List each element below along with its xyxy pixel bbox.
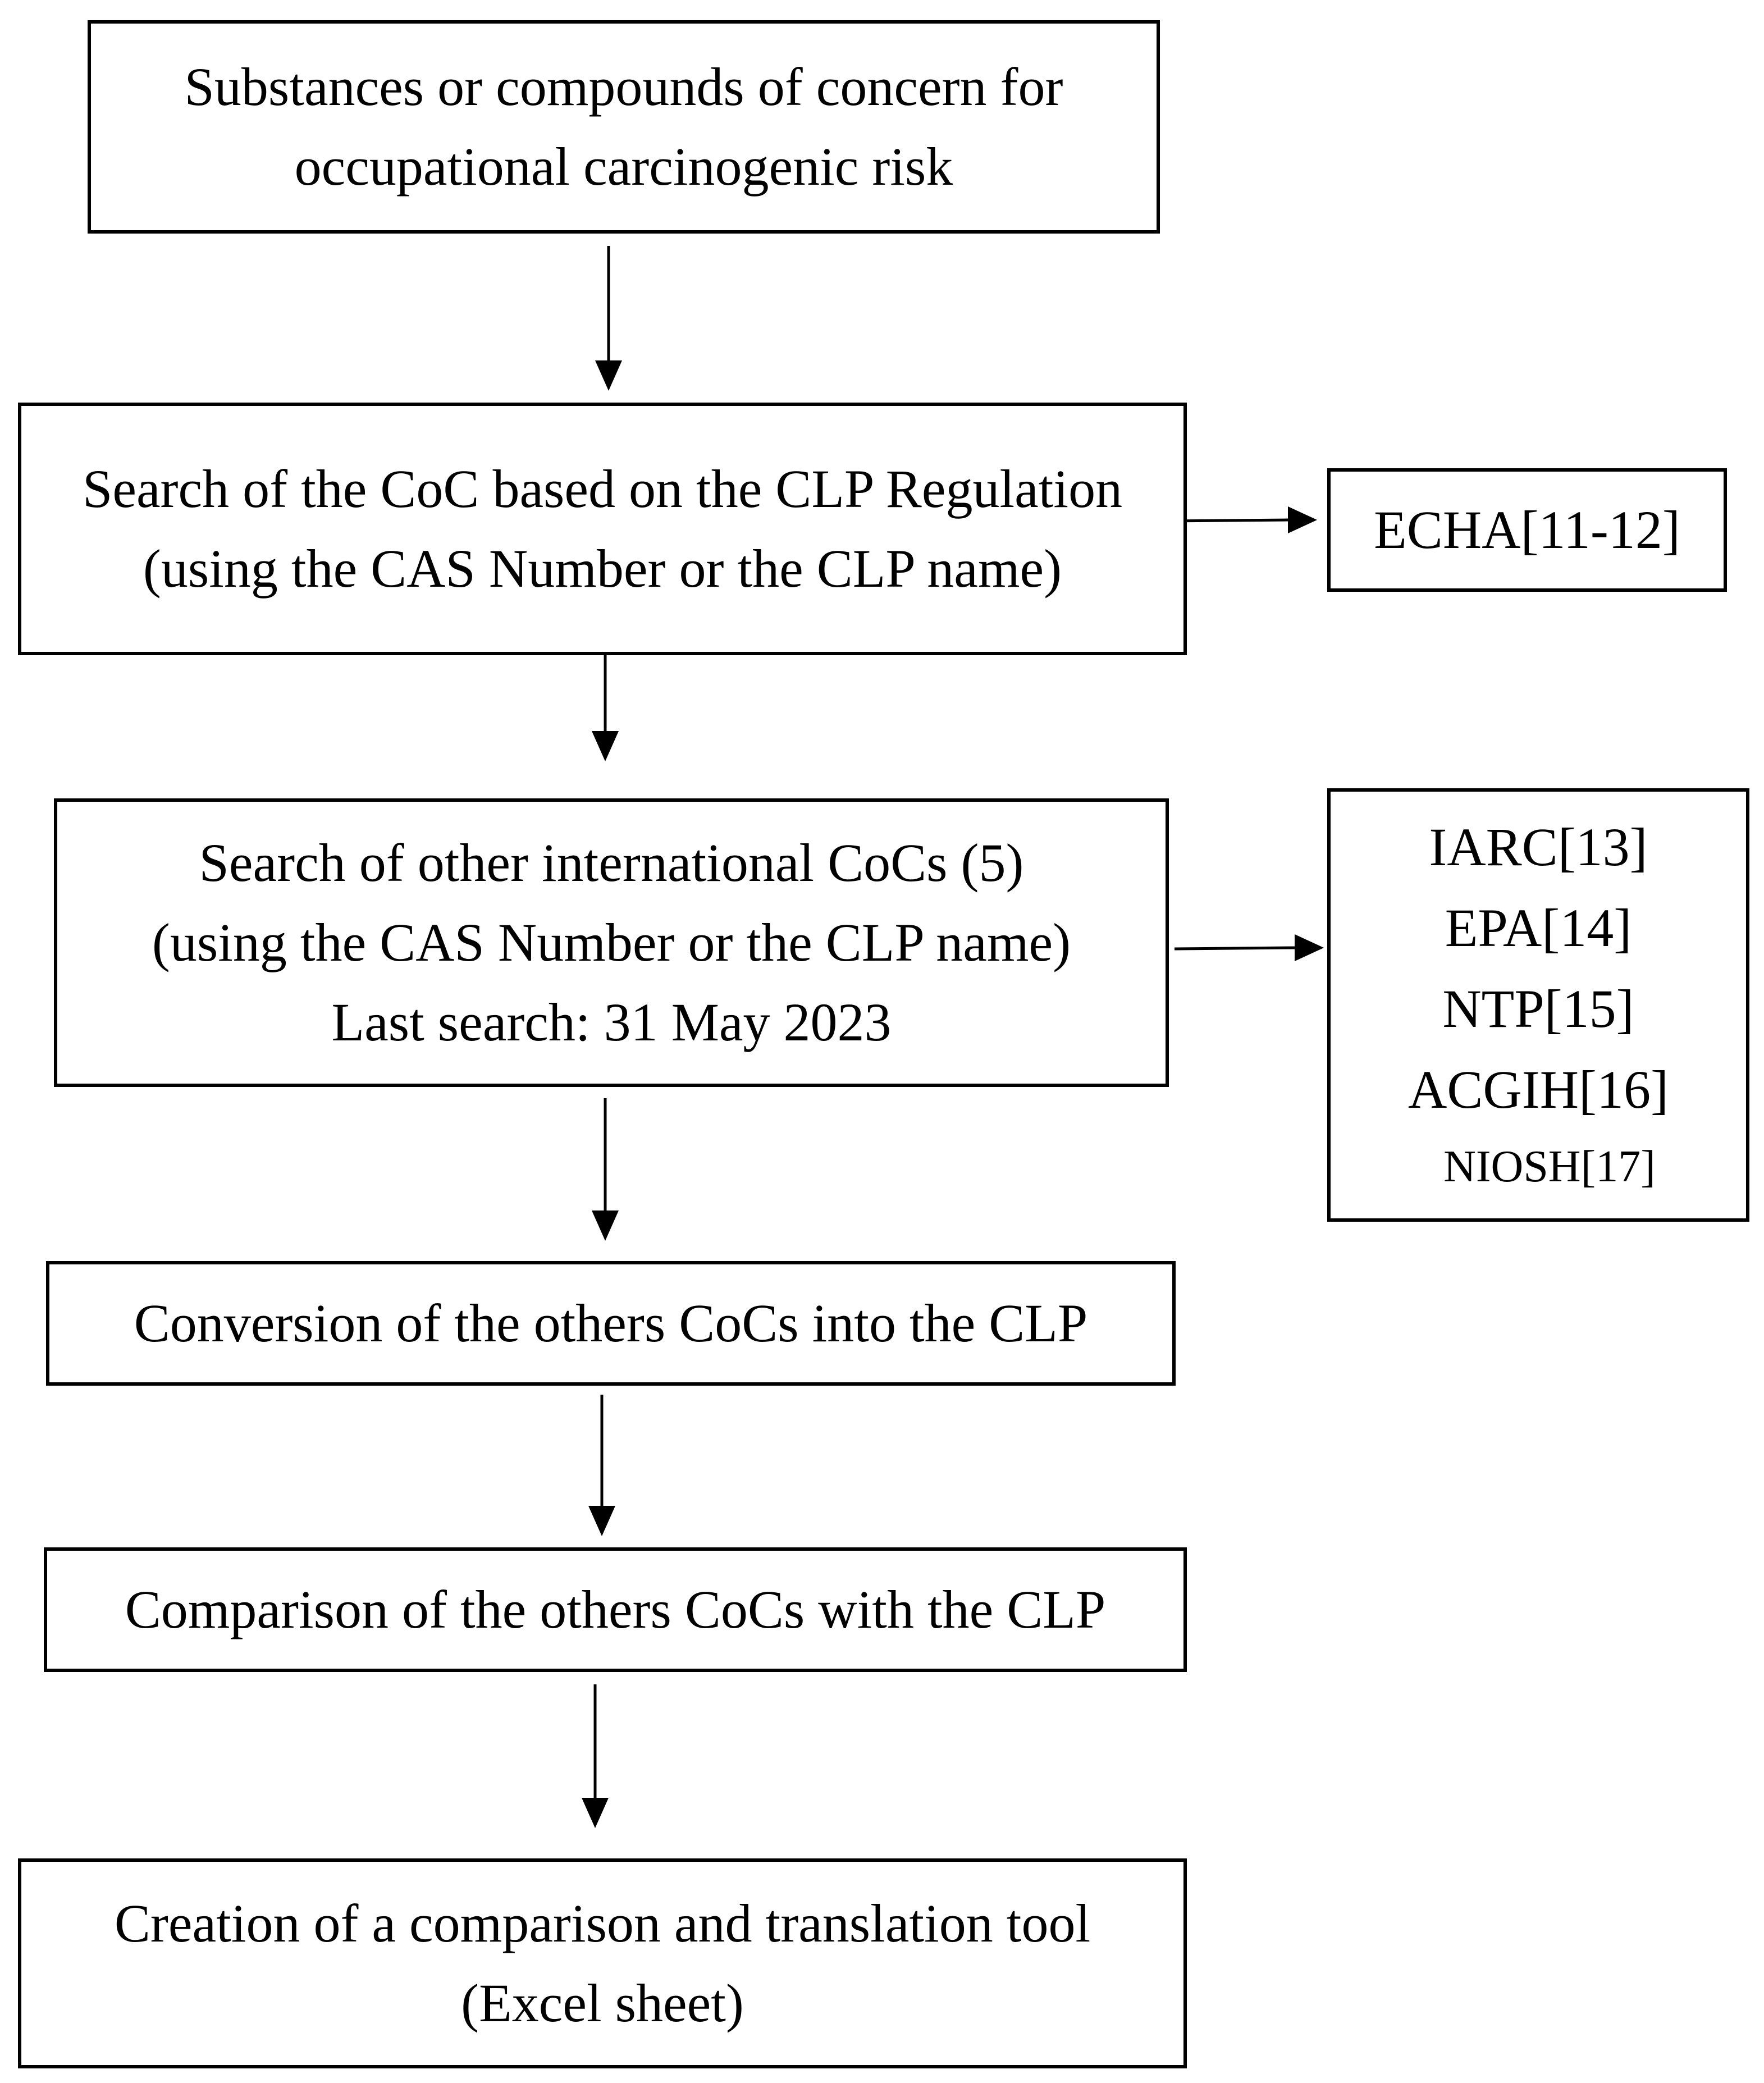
step2-line2: (using the CAS Number or the CLP name) (143, 538, 1062, 599)
step6-line1: Creation of a comparison and translation… (114, 1893, 1091, 1953)
source-iarc: IARC[13] (1429, 817, 1648, 877)
arrow-step1-to-step2 (595, 246, 622, 391)
step6-line2: (Excel sheet) (461, 1973, 744, 2033)
arrow-step2-to-echa (1167, 506, 1317, 533)
step2-line1: Search of the CoC based on the CLP Regul… (82, 459, 1123, 519)
step-conversion: Conversion of the others CoCs into the C… (46, 1261, 1176, 1386)
step3-line3: Last search: 31 May 2023 (331, 992, 892, 1052)
step-comparison: Comparison of the others CoCs with the C… (44, 1547, 1187, 1672)
source-acgih: ACGIH[16] (1408, 1059, 1669, 1120)
arrow-step3-to-step4 (592, 1098, 619, 1241)
source-ntp: NTP[15] (1442, 979, 1634, 1039)
arrow-step4-to-step5 (588, 1395, 615, 1536)
step3-line1: Search of other international CoCs (5) (199, 833, 1024, 893)
step1-line1: Substances or compounds of concern for (184, 57, 1063, 117)
source-echa-label: ECHA[11-12] (1374, 500, 1680, 560)
step1-line2: occupational carcinogenic risk (294, 136, 953, 197)
step4-line1: Conversion of the others CoCs into the C… (134, 1293, 1088, 1353)
source-epa: EPA[14] (1445, 898, 1632, 958)
step3-line2: (using the CAS Number or the CLP name) (152, 912, 1071, 972)
step-international-search: Search of other international CoCs (5) (… (54, 798, 1169, 1087)
step-tool-creation: Creation of a comparison and translation… (18, 1858, 1187, 2068)
step-clp-search: Search of the CoC based on the CLP Regul… (18, 403, 1187, 655)
source-niosh: NIOSH[17] (1443, 1142, 1656, 1191)
arrow-step3-to-international (1174, 934, 1324, 961)
source-echa: ECHA[11-12] (1327, 468, 1727, 592)
step-substances-of-concern: Substances or compounds of concern for o… (88, 20, 1160, 234)
source-international-list: IARC[13] EPA[14] NTP[15] ACGIH[16] NIOSH… (1327, 788, 1749, 1222)
arrow-step5-to-step6 (582, 1684, 609, 1828)
step5-line1: Comparison of the others CoCs with the C… (125, 1579, 1106, 1639)
